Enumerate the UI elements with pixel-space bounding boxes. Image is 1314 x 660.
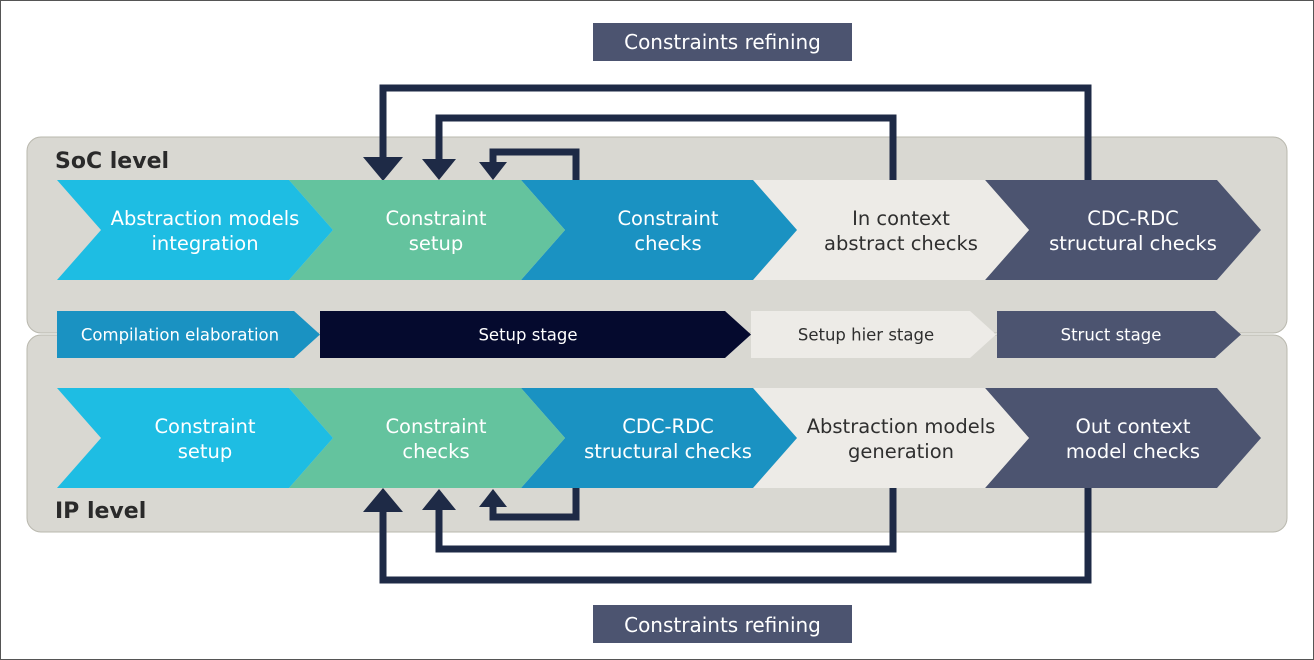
soc-level-label: SoC level	[55, 149, 169, 174]
top-loop-inner-arrow	[489, 148, 580, 182]
ip-step-3-chevron	[521, 388, 797, 488]
ip-level-label: IP level	[55, 499, 146, 524]
soc-step-3-chevron	[521, 180, 797, 280]
refine-box-top: Constraints refining	[593, 23, 852, 61]
ip-step-2-chevron	[289, 388, 565, 488]
refine-label-top: Constraints refining	[624, 30, 821, 54]
stage-4-arrow	[997, 311, 1241, 358]
bottom-arrowheads	[363, 488, 507, 512]
top-loop-middle-arrow	[435, 114, 897, 182]
refine-box-bottom-bg	[593, 605, 852, 643]
top-middle-arrowhead	[422, 159, 456, 180]
stage-4-label: Struct stage	[1061, 326, 1162, 345]
stage-2-arrow	[320, 311, 751, 358]
refine-label-bottom: Constraints refining	[624, 613, 821, 637]
top-loop-outer-arrow	[379, 84, 1092, 182]
ip-step-4-chevron	[753, 388, 1029, 488]
bottom-middle-arrowhead	[422, 489, 456, 510]
stage-2-label: Setup stage	[478, 326, 577, 345]
bottom-outer-arrowhead	[363, 488, 403, 512]
soc-step-5-chevron	[985, 180, 1261, 280]
bottom-feedback-loops	[379, 486, 1092, 584]
bottom-loop-inner-arrow	[489, 486, 580, 521]
top-inner-arrowhead	[479, 162, 507, 180]
top-arrowheads	[363, 157, 507, 181]
stage-1-label: Compilation elaboration	[81, 326, 279, 345]
bottom-inner-arrowhead	[479, 489, 507, 507]
stage-3-label: Setup hier stage	[798, 326, 934, 345]
soc-step-4-chevron	[753, 180, 1029, 280]
top-feedback-loops	[379, 84, 1092, 182]
ip-step-5-chevron	[985, 388, 1261, 488]
stage-3-arrow	[751, 311, 996, 358]
tool-stages-row: Compilation elaboration Setup stage Setup …	[57, 311, 1241, 358]
bottom-loop-middle-arrow	[435, 486, 897, 553]
bottom-loop-outer-arrow	[379, 486, 1092, 584]
ip-step-1-chevron	[57, 388, 333, 488]
soc-step-2-chevron	[289, 180, 565, 280]
refine-box-bottom: Constraints refining	[593, 605, 852, 643]
soc-step-1-chevron	[57, 180, 333, 280]
refine-box-top-bg	[593, 23, 852, 61]
top-outer-arrowhead	[363, 157, 403, 181]
stage-1-arrow	[57, 311, 320, 358]
